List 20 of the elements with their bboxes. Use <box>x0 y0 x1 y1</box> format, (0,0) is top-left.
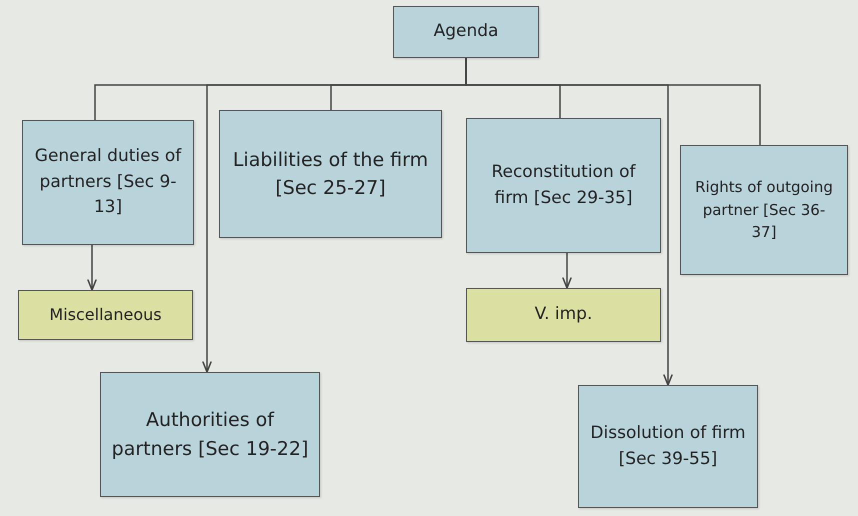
arrow <box>562 253 572 289</box>
box-label: Rights of outgoing partner [Sec 36-37] <box>694 177 834 244</box>
note-box <box>18 290 193 340</box>
topic-box <box>219 110 442 238</box>
topic-box <box>22 120 194 245</box>
topic-box <box>578 385 758 508</box>
arrow <box>87 245 97 291</box>
topic-box <box>393 6 539 58</box>
note-box <box>466 288 661 342</box>
box-label: Authorities of partners [Sec 19-22] <box>111 408 309 462</box>
box-label: Liabilities of the firm [Sec 25-27] <box>232 148 430 201</box>
box-label: Agenda <box>434 20 498 44</box>
topic-box <box>680 145 848 275</box>
box-label: Miscellaneous <box>49 304 162 326</box>
box-label: General duties of partners [Sec 9-13] <box>34 145 182 220</box>
box-label: V. imp. <box>534 303 592 326</box>
box-label: Dissolution of firm [Sec 39-55] <box>589 422 747 470</box>
topic-box <box>100 372 320 497</box>
box-label: Reconstitution of firm [Sec 29-35] <box>490 161 637 210</box>
topic-box <box>466 118 661 253</box>
